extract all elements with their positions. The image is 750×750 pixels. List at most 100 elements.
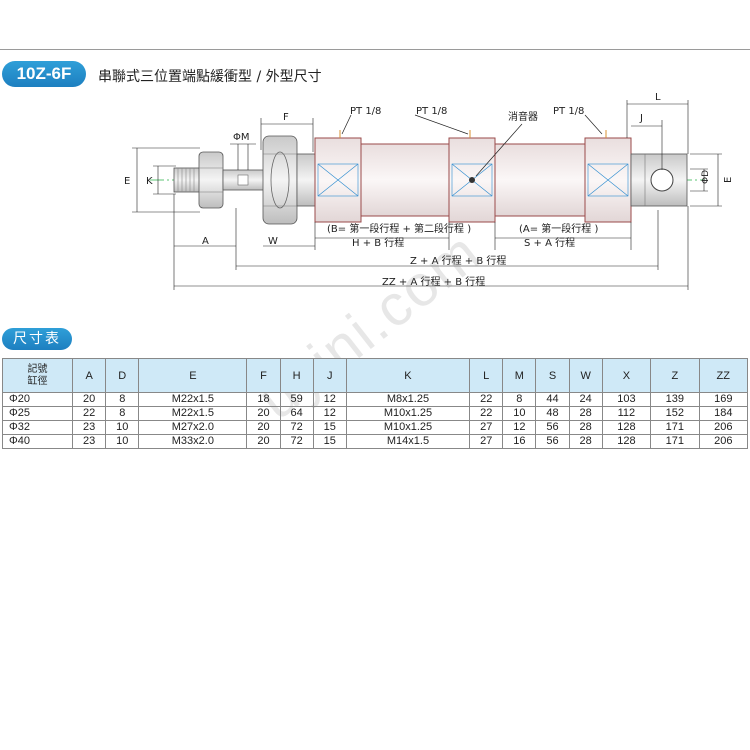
table-cell: M27x2.0 <box>138 420 248 435</box>
table-cell: M22x1.5 <box>138 406 248 421</box>
port-label-3: PT 1/8 <box>553 106 584 117</box>
table-cell: M33x2.0 <box>138 434 248 449</box>
row-bore: Φ40 <box>1 434 74 449</box>
tube-1 <box>360 143 450 217</box>
table-cell: 103 <box>601 392 652 407</box>
cylinder-drawing: F ΦM E K L J ΦD E PT 1/8 PT 1/8 消音器 PT 1… <box>124 92 734 290</box>
table-cell: 28 <box>568 406 603 421</box>
table-cell: 20 <box>246 420 281 435</box>
column-header-f: F <box>246 358 281 393</box>
column-header-m: M <box>502 358 537 393</box>
table-corner: 記號 缸徑 <box>1 358 74 393</box>
mounting-nut <box>262 135 298 225</box>
label-zab: Z + A 行程 + B 行程 <box>410 254 506 267</box>
column-header-zz: ZZ <box>698 358 749 393</box>
label-A: A <box>202 236 209 247</box>
column-header-h: H <box>279 358 314 393</box>
label-E-left: E <box>124 176 130 187</box>
table-cell: 12 <box>312 392 347 407</box>
table-cell: 10 <box>105 434 140 449</box>
column-header-d: D <box>105 358 140 393</box>
table-cell: 72 <box>279 434 314 449</box>
column-header-s: S <box>535 358 570 393</box>
table-cell: 128 <box>601 434 652 449</box>
row-bore: Φ25 <box>1 406 74 421</box>
label-J: J <box>639 113 643 124</box>
label-PM: ΦM <box>233 132 250 143</box>
table-cell: 20 <box>72 392 107 407</box>
table-cell: 139 <box>650 392 700 407</box>
table-cell: 8 <box>502 392 537 407</box>
table-cell: 27 <box>469 434 504 449</box>
table-cell: 23 <box>72 420 107 435</box>
table-cell: 28 <box>568 434 603 449</box>
table-cell: 18 <box>246 392 281 407</box>
table-cell: 171 <box>650 420 700 435</box>
label-K: K <box>146 176 153 187</box>
table-cell: 48 <box>535 406 570 421</box>
table-cell: 27 <box>469 420 504 435</box>
muffler-port <box>469 177 475 183</box>
port-label-1: PT 1/8 <box>350 106 381 117</box>
port-label-2: PT 1/8 <box>416 106 447 117</box>
column-header-a: A <box>72 358 107 393</box>
table-cell: 12 <box>502 420 537 435</box>
table-cell: 128 <box>601 420 652 435</box>
table-cell: 10 <box>105 420 140 435</box>
table-cell: M10x1.25 <box>345 406 471 421</box>
column-header-x: X <box>601 358 652 393</box>
label-L: L <box>655 92 661 103</box>
table-cell: M22x1.5 <box>138 392 248 407</box>
table-cell: M14x1.5 <box>345 434 471 449</box>
table-cell: 152 <box>650 406 700 421</box>
column-header-z: Z <box>650 358 700 393</box>
column-header-j: J <box>312 358 347 393</box>
table-cell: 56 <box>535 434 570 449</box>
table-cell: 8 <box>105 392 140 407</box>
label-a-note: (A= 第一段行程 ) <box>519 222 598 235</box>
clevis-hole <box>650 168 674 192</box>
table-cell: 72 <box>279 420 314 435</box>
table-cell: 16 <box>502 434 537 449</box>
column-header-e: E <box>138 358 248 393</box>
top-rule <box>0 49 750 50</box>
label-hb: H + B 行程 <box>352 236 404 249</box>
table-cell: 44 <box>535 392 570 407</box>
table-cell: 24 <box>568 392 603 407</box>
label-sa: S + A 行程 <box>524 236 575 249</box>
model-description: 串聯式三位置端點緩衝型 / 外型尺寸 <box>98 69 322 85</box>
table-cell: 206 <box>698 420 749 435</box>
table-cell: 112 <box>601 406 652 421</box>
label-F: F <box>283 112 289 123</box>
dimension-table-title: 尺寸表 <box>2 328 72 350</box>
model-badge: 10Z-6F <box>2 61 86 87</box>
row-bore: Φ20 <box>1 392 74 407</box>
table-cell: 22 <box>469 406 504 421</box>
row-bore: Φ32 <box>1 420 74 435</box>
table-cell: 59 <box>279 392 314 407</box>
table-cell: 12 <box>312 406 347 421</box>
table-cell: 171 <box>650 434 700 449</box>
table-cell: 169 <box>698 392 749 407</box>
table-cell: 23 <box>72 434 107 449</box>
table-cell: 206 <box>698 434 749 449</box>
label-D: ΦD <box>701 170 711 184</box>
table-cell: 22 <box>72 406 107 421</box>
table-cell: 8 <box>105 406 140 421</box>
hex-nut <box>198 151 224 209</box>
muffler-label: 消音器 <box>508 110 538 123</box>
table-cell: M8x1.25 <box>345 392 471 407</box>
tube-2 <box>494 143 586 217</box>
label-W: W <box>268 236 278 247</box>
table-cell: 22 <box>469 392 504 407</box>
table-cell: 64 <box>279 406 314 421</box>
label-E-right: E <box>723 177 734 183</box>
middle-cap-1 <box>448 137 496 223</box>
column-header-w: W <box>568 358 603 393</box>
table-cell: 56 <box>535 420 570 435</box>
